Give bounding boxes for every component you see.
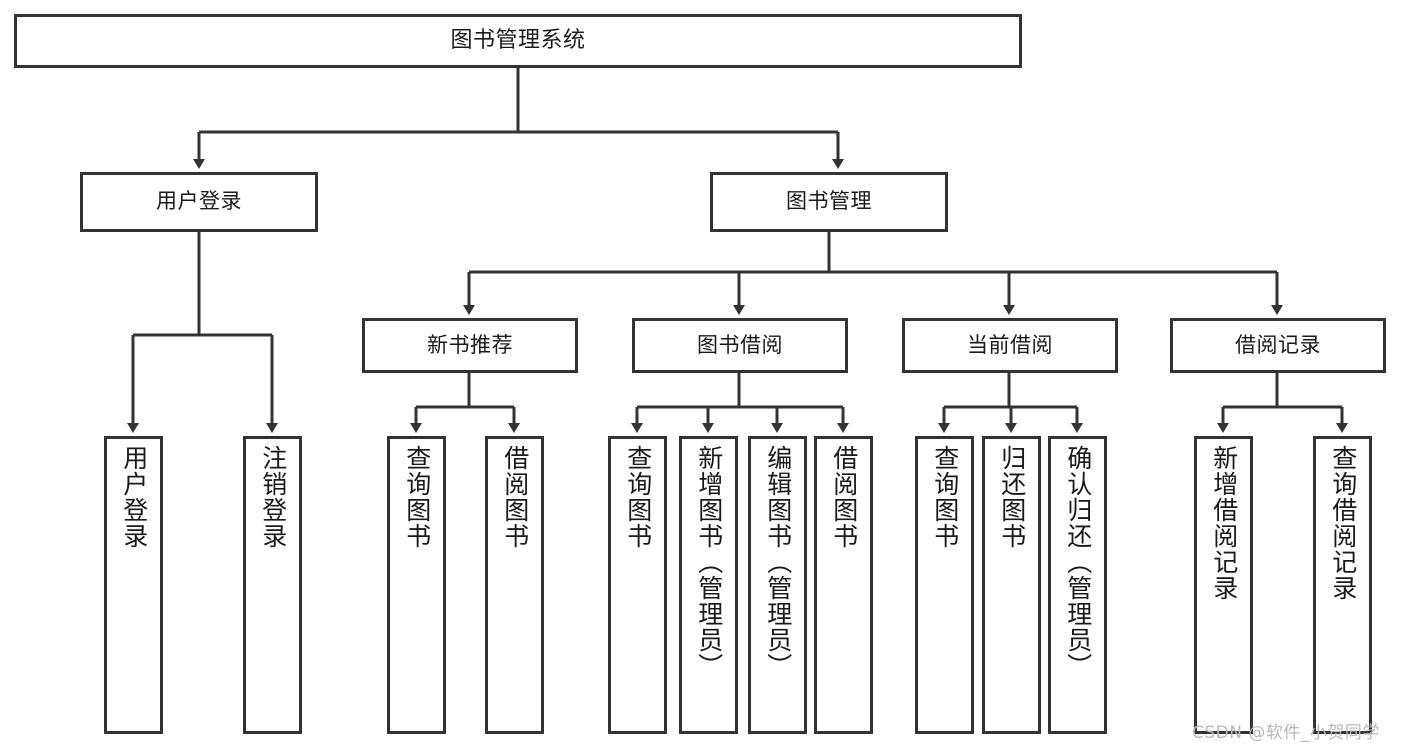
leaf-user-login-0[interactable]: 用户登录 <box>104 436 163 734</box>
node-borrow-record-label: 借阅记录 <box>1235 332 1321 357</box>
leaf-borrow-record-1[interactable]: 查询借阅记录 <box>1313 436 1372 734</box>
leaf-borrow-record-0[interactable]: 新增借阅记录 <box>1194 436 1253 734</box>
node-current-borrow-label: 当前借阅 <box>967 332 1053 357</box>
node-new-book-recommend-label: 新书推荐 <box>427 332 513 357</box>
leaf-book-borrow-3[interactable]: 借阅图书 <box>814 436 873 734</box>
leaf-label: 查询借阅记录 <box>1328 445 1358 601</box>
node-book-borrow[interactable]: 图书借阅 <box>632 318 848 373</box>
leaf-label: 借阅图书 <box>500 445 530 549</box>
leaf-book-borrow-1[interactable]: 新增图书（管理员） <box>679 436 738 734</box>
node-book-management[interactable]: 图书管理 <box>710 172 948 232</box>
leaf-current-borrow-2[interactable]: 确认归还（管理员） <box>1048 436 1107 734</box>
leaf-label: 查询图书 <box>930 445 960 549</box>
node-new-book-recommend[interactable]: 新书推荐 <box>362 318 578 373</box>
leaf-current-borrow-1[interactable]: 归还图书 <box>982 436 1041 734</box>
leaf-current-borrow-0[interactable]: 查询图书 <box>915 436 974 734</box>
node-root[interactable]: 图书管理系统 <box>14 14 1022 68</box>
node-book-borrow-label: 图书借阅 <box>697 332 783 357</box>
leaf-new-book-recommend-1[interactable]: 借阅图书 <box>485 436 544 734</box>
leaf-label: 编辑图书（管理员） <box>763 445 793 679</box>
leaf-label: 新增图书（管理员） <box>694 445 724 679</box>
leaf-label: 用户登录 <box>119 445 149 549</box>
leaf-label: 归还图书 <box>997 445 1027 549</box>
leaf-book-borrow-0[interactable]: 查询图书 <box>608 436 667 734</box>
leaf-label: 查询图书 <box>402 445 432 549</box>
csdn-watermark: CSDN @软件_小贺同学 <box>1192 723 1380 743</box>
node-borrow-record[interactable]: 借阅记录 <box>1170 318 1386 373</box>
leaf-label: 查询图书 <box>623 445 653 549</box>
leaf-new-book-recommend-0[interactable]: 查询图书 <box>387 436 446 734</box>
leaf-label: 新增借阅记录 <box>1209 445 1239 601</box>
node-book-management-label: 图书管理 <box>786 189 872 214</box>
node-user-login-label: 用户登录 <box>156 189 242 214</box>
node-root-label: 图书管理系统 <box>450 27 586 53</box>
node-user-login[interactable]: 用户登录 <box>80 172 318 232</box>
leaf-book-borrow-2[interactable]: 编辑图书（管理员） <box>748 436 807 734</box>
leaf-label: 确认归还（管理员） <box>1063 445 1093 679</box>
leaf-label: 注销登录 <box>258 445 288 549</box>
leaf-user-login-1[interactable]: 注销登录 <box>243 436 302 734</box>
leaf-label: 借阅图书 <box>829 445 859 549</box>
node-current-borrow[interactable]: 当前借阅 <box>902 318 1118 373</box>
